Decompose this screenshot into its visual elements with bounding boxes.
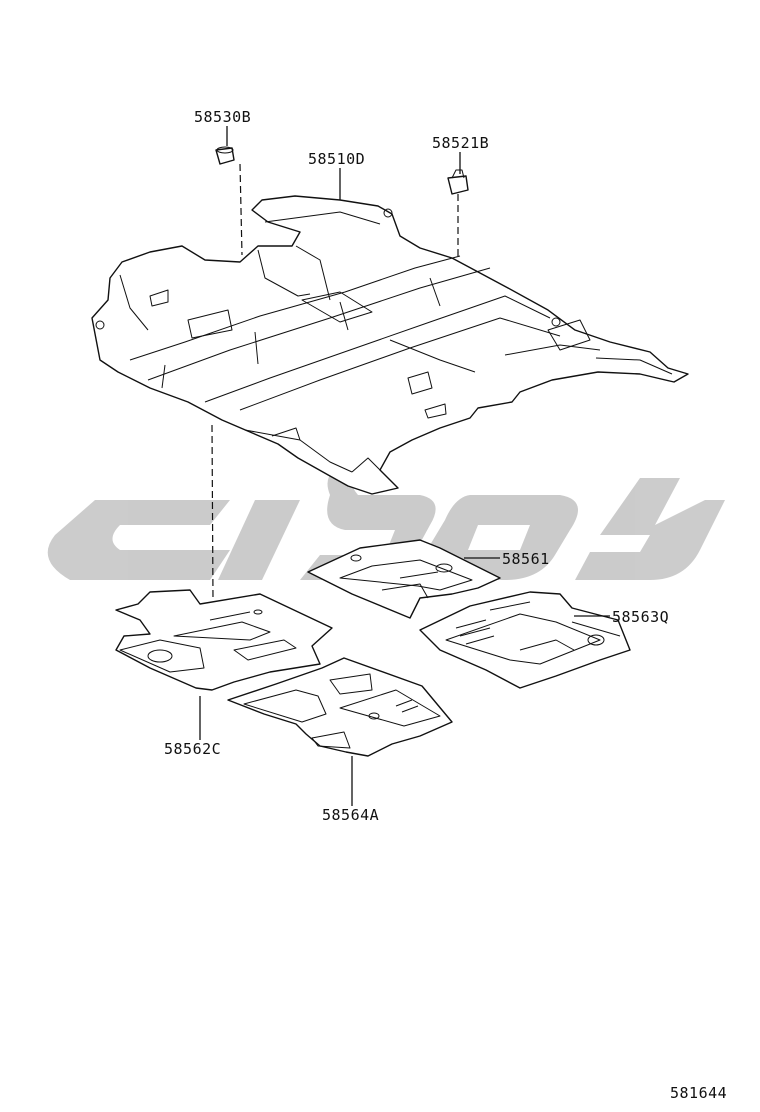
- label-58510d: 58510D: [308, 150, 365, 168]
- carpet-tunnel-edge: [204, 295, 551, 403]
- carpet-tunnel: [129, 255, 461, 361]
- floor-carpet: [91, 195, 689, 495]
- label-58562c: 58562C: [164, 740, 221, 758]
- mat-front-right: [227, 657, 453, 757]
- label-58530b: 58530B: [194, 108, 251, 126]
- mat-front-left: [115, 589, 333, 691]
- dashed-leader-clip-a: [239, 163, 243, 256]
- mat-rear-center: [307, 539, 501, 619]
- label-58521b: 58521B: [432, 134, 489, 152]
- label-58564a: 58564A: [322, 806, 379, 824]
- dashed-leader-mat: [211, 424, 214, 601]
- mat-rear-right: [419, 591, 631, 689]
- figure-number: 581644: [670, 1084, 727, 1102]
- label-58563q: 58563Q: [612, 608, 669, 626]
- carpet-outline: [91, 195, 689, 495]
- label-58561: 58561: [502, 550, 550, 568]
- clip-58530b: [215, 146, 235, 165]
- clip-58521b: [447, 169, 469, 195]
